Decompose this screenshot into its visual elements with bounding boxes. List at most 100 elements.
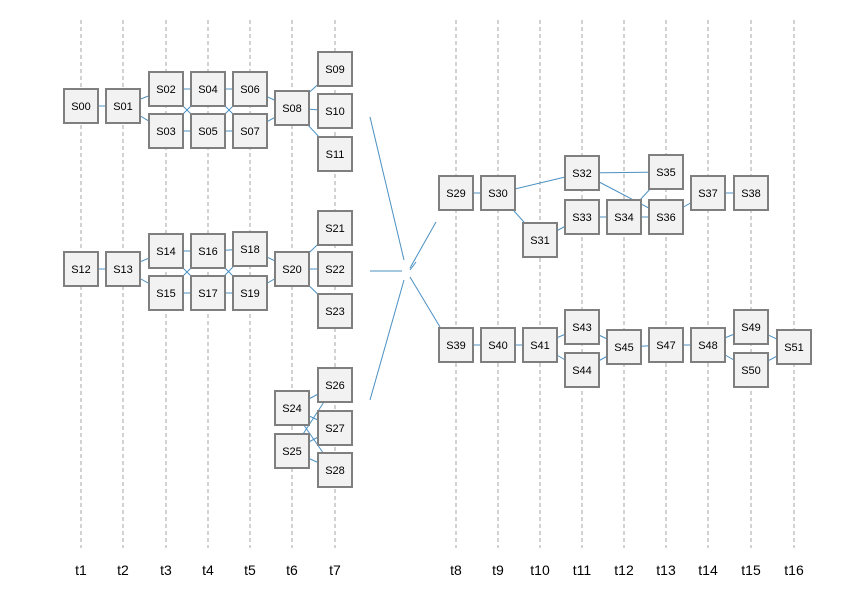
transition-edges xyxy=(81,68,795,471)
state-label: S34 xyxy=(614,212,634,224)
state-node-S28[interactable]: S28 xyxy=(317,452,353,488)
state-node-S08[interactable]: S08 xyxy=(274,90,310,126)
state-label: S23 xyxy=(325,306,345,318)
state-node-S03[interactable]: S03 xyxy=(148,113,184,149)
state-node-S41[interactable]: S41 xyxy=(522,327,558,363)
state-node-S48[interactable]: S48 xyxy=(690,327,726,363)
state-label: S06 xyxy=(240,84,260,96)
state-node-S23[interactable]: S23 xyxy=(317,293,353,329)
state-node-S06[interactable]: S06 xyxy=(232,71,268,107)
state-node-S14[interactable]: S14 xyxy=(148,233,184,269)
state-box xyxy=(190,113,226,149)
state-label: S18 xyxy=(240,244,260,256)
state-node-S51[interactable]: S51 xyxy=(776,329,812,365)
state-label: S51 xyxy=(784,342,804,354)
state-box xyxy=(317,367,353,403)
state-node-S19[interactable]: S19 xyxy=(232,275,268,311)
merge-line-5 xyxy=(409,261,417,271)
state-node-S04[interactable]: S04 xyxy=(190,71,226,107)
state-box xyxy=(564,352,600,388)
state-node-S07[interactable]: S07 xyxy=(232,113,268,149)
state-label: S20 xyxy=(282,264,302,276)
state-node-S50[interactable]: S50 xyxy=(733,352,769,388)
state-box xyxy=(564,199,600,235)
state-label: S43 xyxy=(572,322,592,334)
state-node-S36[interactable]: S36 xyxy=(648,199,684,235)
merge-line-4 xyxy=(409,276,441,328)
state-node-S27[interactable]: S27 xyxy=(317,410,353,446)
state-label: S10 xyxy=(325,106,345,118)
time-label-t12: t12 xyxy=(614,562,634,578)
state-node-S47[interactable]: S47 xyxy=(648,327,684,363)
state-label: S27 xyxy=(325,423,345,435)
state-node-S22[interactable]: S22 xyxy=(317,251,353,287)
state-box xyxy=(317,410,353,446)
state-box xyxy=(648,154,684,190)
state-node-S33[interactable]: S33 xyxy=(564,199,600,235)
state-box xyxy=(733,352,769,388)
state-label: S01 xyxy=(113,101,133,113)
state-box xyxy=(480,175,516,211)
state-label: S24 xyxy=(282,403,302,415)
state-label: S19 xyxy=(240,288,260,300)
state-label: S33 xyxy=(572,212,592,224)
state-node-S00[interactable]: S00 xyxy=(63,88,99,124)
state-node-S01[interactable]: S01 xyxy=(105,88,141,124)
state-node-S43[interactable]: S43 xyxy=(564,309,600,345)
time-label-t10: t10 xyxy=(530,562,550,578)
state-label: S17 xyxy=(198,288,218,300)
state-box xyxy=(148,113,184,149)
state-node-S49[interactable]: S49 xyxy=(733,309,769,345)
state-label: S09 xyxy=(325,64,345,76)
state-node-S21[interactable]: S21 xyxy=(317,210,353,246)
state-box xyxy=(522,222,558,258)
state-label: S40 xyxy=(488,340,508,352)
time-label-t9: t9 xyxy=(492,562,504,578)
state-node-S34[interactable]: S34 xyxy=(606,199,642,235)
time-label-t3: t3 xyxy=(160,562,172,578)
state-node-S32[interactable]: S32 xyxy=(564,155,600,191)
state-node-S30[interactable]: S30 xyxy=(480,175,516,211)
state-box xyxy=(438,175,474,211)
state-node-S11[interactable]: S11 xyxy=(317,136,353,172)
state-box xyxy=(522,327,558,363)
state-node-S13[interactable]: S13 xyxy=(105,251,141,287)
state-node-S09[interactable]: S09 xyxy=(317,51,353,87)
state-label: S08 xyxy=(282,103,302,115)
state-label: S00 xyxy=(71,101,91,113)
state-node-S25[interactable]: S25 xyxy=(274,433,310,469)
state-label: S02 xyxy=(156,84,176,96)
state-node-S05[interactable]: S05 xyxy=(190,113,226,149)
state-node-S35[interactable]: S35 xyxy=(648,154,684,190)
state-node-S10[interactable]: S10 xyxy=(317,93,353,129)
state-box xyxy=(232,275,268,311)
state-node-S02[interactable]: S02 xyxy=(148,71,184,107)
state-node-S40[interactable]: S40 xyxy=(480,327,516,363)
state-label: S30 xyxy=(488,188,508,200)
state-box xyxy=(190,275,226,311)
state-node-S15[interactable]: S15 xyxy=(148,275,184,311)
state-node-S38[interactable]: S38 xyxy=(733,175,769,211)
state-node-S31[interactable]: S31 xyxy=(522,222,558,258)
state-node-S44[interactable]: S44 xyxy=(564,352,600,388)
state-label: S04 xyxy=(198,84,218,96)
state-node-S37[interactable]: S37 xyxy=(690,175,726,211)
state-label: S36 xyxy=(656,212,676,224)
state-node-S29[interactable]: S29 xyxy=(438,175,474,211)
state-node-S45[interactable]: S45 xyxy=(606,329,642,365)
state-node-S20[interactable]: S20 xyxy=(274,251,310,287)
time-label-t13: t13 xyxy=(656,562,676,578)
state-label: S41 xyxy=(530,340,550,352)
state-box xyxy=(317,136,353,172)
time-label-t7: t7 xyxy=(329,562,341,578)
state-label: S32 xyxy=(572,168,592,180)
state-node-S18[interactable]: S18 xyxy=(232,231,268,267)
state-node-S24[interactable]: S24 xyxy=(274,390,310,426)
state-node-S16[interactable]: S16 xyxy=(190,233,226,269)
state-node-S12[interactable]: S12 xyxy=(63,251,99,287)
state-node-S39[interactable]: S39 xyxy=(438,327,474,363)
state-node-S17[interactable]: S17 xyxy=(190,275,226,311)
state-node-S26[interactable]: S26 xyxy=(317,367,353,403)
